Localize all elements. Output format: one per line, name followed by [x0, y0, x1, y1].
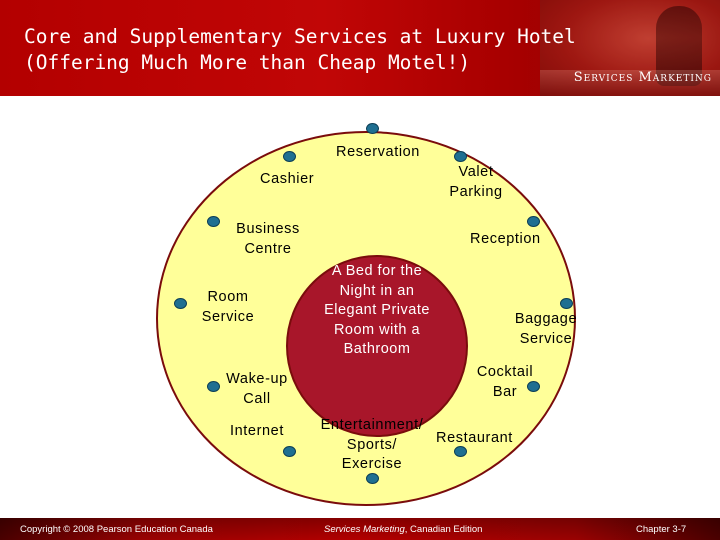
footer-copyright: Copyright © 2008 Pearson Education Canad…: [20, 524, 213, 535]
restaurant-bullet-icon: [454, 446, 467, 457]
room-service-label: Room Service: [201, 289, 255, 325]
room-service-bullet-icon: [174, 298, 187, 309]
restaurant-label: Restaurant: [436, 430, 513, 446]
entertainment-bullet-icon: [366, 473, 379, 484]
cashier-label: Cashier: [260, 171, 315, 187]
slide-header: Core and Supplementary Services at Luxur…: [0, 0, 720, 96]
cashier-bullet-icon: [283, 151, 296, 162]
supplementary-services-ring: [156, 131, 576, 506]
footer-book-title: Services Marketing, Canadian Edition: [324, 524, 482, 535]
baggage-service-bullet-icon: [560, 298, 573, 309]
cocktail-bar-label: Cocktail Bar: [476, 364, 534, 400]
valet-parking-bullet-icon: [454, 151, 467, 162]
footer-book-edition: , Canadian Edition: [404, 524, 483, 535]
header-photo: [540, 0, 720, 96]
business-centre-label: Business Centre: [236, 221, 300, 257]
core-service-label: A Bed for the Night in an Elegant Privat…: [324, 263, 430, 357]
footer-book-name: Services Marketing: [324, 524, 405, 535]
business-centre-bullet-icon: [207, 216, 220, 227]
reservation-label: Reservation: [336, 144, 420, 160]
reservation-bullet-icon: [366, 123, 379, 134]
entertainment-label: Entertainment/ Sports/ Exercise: [320, 417, 424, 472]
internet-label: Internet: [230, 423, 284, 439]
footer-band: [0, 518, 720, 540]
slide-title: Core and Supplementary Services at Luxur…: [24, 25, 576, 74]
reception-bullet-icon: [527, 216, 540, 227]
wake-up-call-label: Wake-up Call: [226, 371, 288, 407]
cocktail-bar-bullet-icon: [527, 381, 540, 392]
valet-parking-label: Valet Parking: [449, 164, 503, 200]
footer-chapter: Chapter 3-7: [636, 524, 687, 535]
reception-label: Reception: [470, 231, 541, 247]
baggage-service-label: Baggage Service: [514, 311, 578, 347]
internet-bullet-icon: [283, 446, 296, 457]
core-service-circle: [286, 255, 468, 437]
wake-up-call-bullet-icon: [207, 381, 220, 392]
brand-logo-text: Services Marketing: [573, 70, 712, 85]
desk-shape: [540, 70, 720, 96]
